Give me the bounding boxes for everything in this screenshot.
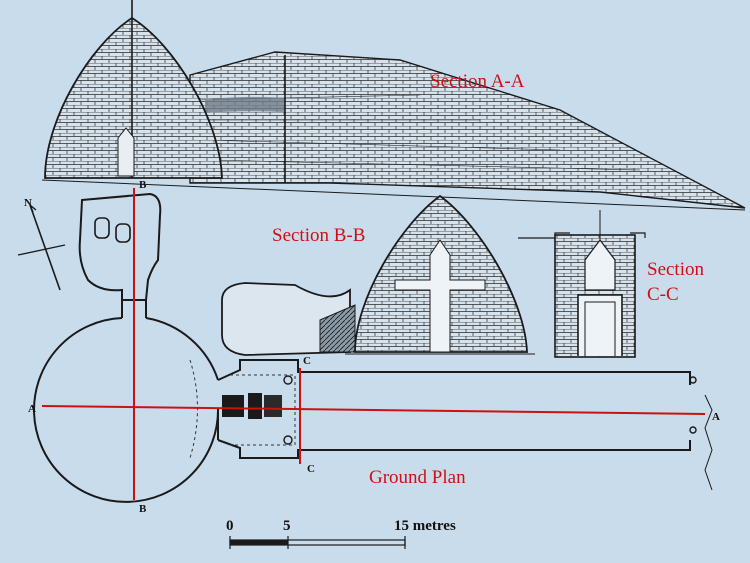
label-section-cc-1: Section	[647, 259, 704, 280]
blocking-stone-3	[264, 395, 282, 417]
section-aa-drawing	[41, 0, 746, 211]
circular-chamber	[33, 317, 220, 503]
doorway-cc	[577, 294, 623, 356]
chamber-bb	[221, 282, 351, 356]
section-cc-drawing	[518, 210, 646, 358]
ground-plan-drawing	[33, 192, 713, 503]
marker-b-top: B	[139, 179, 147, 191]
label-ground-plan: Ground Plan	[369, 467, 466, 488]
label-section-cc-2: C-C	[647, 284, 679, 305]
scale-bar	[229, 536, 406, 549]
cross-shaft-bb	[394, 239, 486, 353]
north-label: N	[24, 197, 32, 209]
label-section-bb: Section B-B	[272, 225, 365, 246]
marker-b-bottom: B	[139, 503, 147, 515]
scale-tick-5: 5	[283, 518, 291, 534]
blocking-stone-2	[248, 393, 262, 419]
marker-c-top: C	[303, 355, 311, 367]
scale-tick-15: 15 metres	[394, 518, 456, 534]
annex-room	[78, 192, 162, 301]
section-bb-drawing	[221, 194, 535, 356]
marker-a-left: A	[28, 403, 36, 415]
gable-opening-cc	[584, 239, 616, 291]
label-section-aa: Section A-A	[430, 71, 525, 92]
blocking-stone-1	[222, 395, 244, 417]
marker-a-right: A	[712, 411, 720, 423]
section-line-a	[41, 405, 706, 415]
rubble-band	[205, 96, 285, 113]
doorway-aa	[117, 127, 135, 177]
marker-c-bottom: C	[307, 463, 315, 475]
north-arrow	[17, 204, 66, 291]
scale-tick-0: 0	[226, 518, 234, 534]
